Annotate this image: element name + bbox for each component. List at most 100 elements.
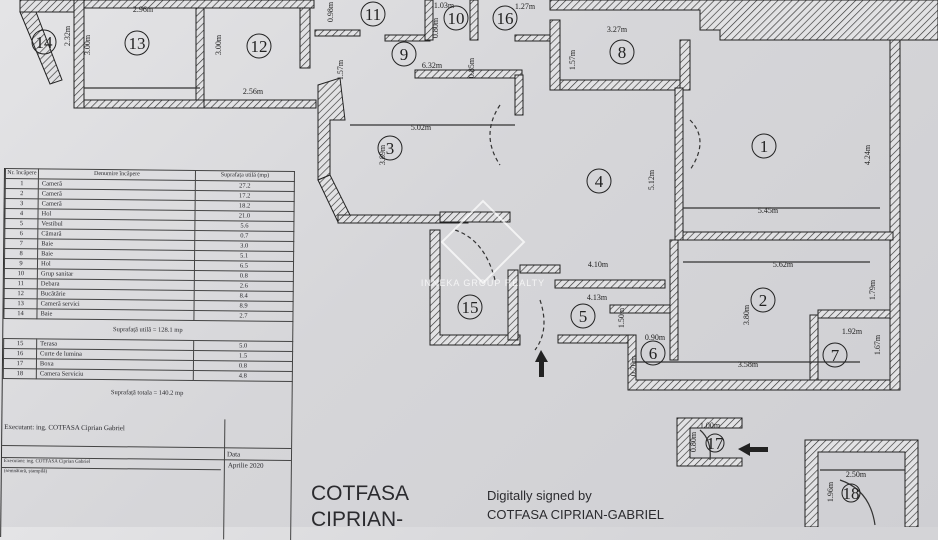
total: Suprafață totala = 140.2 mp	[2, 378, 293, 421]
room-number: 8	[4, 248, 38, 259]
room-circle	[124, 30, 150, 56]
dimension-label: 1.79m	[868, 279, 877, 300]
dimension-label: 4.10m	[588, 260, 609, 269]
signed-by-label: Digitally signed by	[487, 488, 592, 503]
room-number: 7	[4, 238, 38, 249]
room-number-label: 13	[129, 34, 146, 53]
room-number: 13	[4, 298, 38, 309]
dimension-label: 3.27m	[607, 25, 628, 34]
room-number: 5	[4, 218, 38, 229]
room-circle	[31, 29, 57, 55]
watermark-logo-icon	[440, 199, 526, 285]
signer-name: COTFASA CIPRIAN-GABRIEL	[487, 507, 664, 522]
room-number-label: 8	[618, 43, 627, 62]
room-number: 4	[4, 208, 39, 219]
arrow-up-icon	[535, 350, 548, 377]
dimension-label: 2.56m	[243, 87, 264, 96]
room-number-label: 14	[36, 33, 54, 52]
room-number: 2	[5, 188, 39, 199]
dimension-label: 1.57m	[336, 59, 345, 80]
room-area: 2.7	[193, 310, 294, 322]
room-number: 6	[4, 228, 38, 239]
dimension-label: 2.96m	[133, 5, 154, 14]
dimension-label: 0.85m	[467, 57, 476, 78]
dimension-label: 5.62m	[773, 260, 794, 269]
room-circle	[640, 340, 666, 366]
room-number: 12	[4, 288, 38, 299]
room-number: 11	[4, 278, 38, 289]
dimension-label: 2.50m	[846, 470, 867, 479]
room-circle	[751, 133, 777, 159]
room-number-label: 9	[400, 45, 409, 64]
interior-lines	[84, 87, 905, 526]
dimension-label: 1.50m	[617, 307, 626, 328]
room-circle	[492, 5, 518, 31]
room-number-label: 3	[386, 139, 395, 158]
dimension-label: 3.89m	[378, 144, 387, 165]
date-value: Aprilie 2020	[227, 461, 264, 470]
room-circle	[457, 294, 483, 320]
room-number-label: 7	[831, 346, 840, 365]
room-number: 16	[3, 348, 37, 359]
entrance-arrows	[535, 350, 768, 456]
watermark-text: INNEKA GROUP REALTY	[420, 278, 546, 288]
room-number: 10	[4, 268, 38, 279]
room-number-label: 1	[760, 137, 769, 156]
room-circle	[705, 433, 725, 453]
dimension-label: 5.12m	[647, 169, 656, 190]
room-circle	[360, 1, 386, 27]
dimension-label: 1.92m	[842, 327, 863, 336]
watermark: INNEKA GROUP REALTY	[418, 199, 548, 288]
signer-name-large-1: COTFASA	[311, 482, 410, 505]
dimension-label: 1.27m	[515, 2, 536, 11]
dimension-label: 0.80m	[689, 431, 698, 452]
dimension-label: 0.80m	[431, 17, 440, 38]
room-circle	[822, 342, 848, 368]
room-number: 15	[3, 338, 37, 349]
room-number-label: 16	[497, 9, 514, 28]
room-circle	[570, 303, 596, 329]
area-table: Nr. încăpere Denumire încăpere Suprafața…	[0, 168, 295, 540]
room-number-label: 11	[365, 5, 381, 24]
dimension-label: 5.02m	[411, 123, 432, 132]
dimension-label: 1.00m	[700, 421, 721, 430]
room-number: 17	[3, 358, 37, 369]
room-circle	[841, 483, 861, 503]
room-circle	[609, 39, 635, 65]
dimension-label: 0.70m	[629, 355, 638, 376]
room-number-label: 18	[843, 484, 860, 503]
dimension-label: 0.90m	[645, 333, 666, 342]
room-number-label: 6	[649, 344, 658, 363]
dimension-label: 2.32m	[63, 25, 72, 46]
date-label: Data	[226, 450, 241, 459]
room-number-label: 10	[448, 9, 465, 28]
dimension-label: 4.24m	[863, 144, 872, 165]
dimension-label: 3.58m	[738, 360, 759, 369]
room-circle	[391, 41, 417, 67]
room-number-label: 12	[251, 37, 268, 56]
dimension-label: 1.96m	[826, 481, 835, 502]
room-circle	[377, 135, 403, 161]
room-number-label: 2	[759, 291, 768, 310]
room-number: 9	[4, 258, 38, 269]
executant: Executant: ing. COTFASA Ciprian Gabriel	[4, 423, 125, 433]
dimension-label: 3.80m	[742, 304, 751, 325]
executant-small: Executant: ing. COTFASA Ciprian Gabriel	[3, 459, 91, 465]
dimension-label: 3.00m	[83, 34, 92, 55]
signer-name-large-2: CIPRIAN-	[311, 508, 404, 531]
room-circle	[443, 5, 469, 31]
room-number-label: 4	[595, 172, 604, 191]
dimension-label: 3.00m	[214, 34, 223, 55]
walls	[19, 0, 938, 527]
dimension-label: 1.67m	[873, 334, 882, 355]
room-number: 18	[3, 368, 37, 379]
room-number-label: 5	[579, 307, 588, 326]
room-number: 3	[5, 198, 39, 209]
dimension-label: 6.32m	[422, 61, 443, 70]
dimension-label: 4.13m	[587, 293, 608, 302]
room-number: 14	[3, 308, 38, 319]
col-header-nr: Nr. încăpere	[5, 168, 39, 179]
